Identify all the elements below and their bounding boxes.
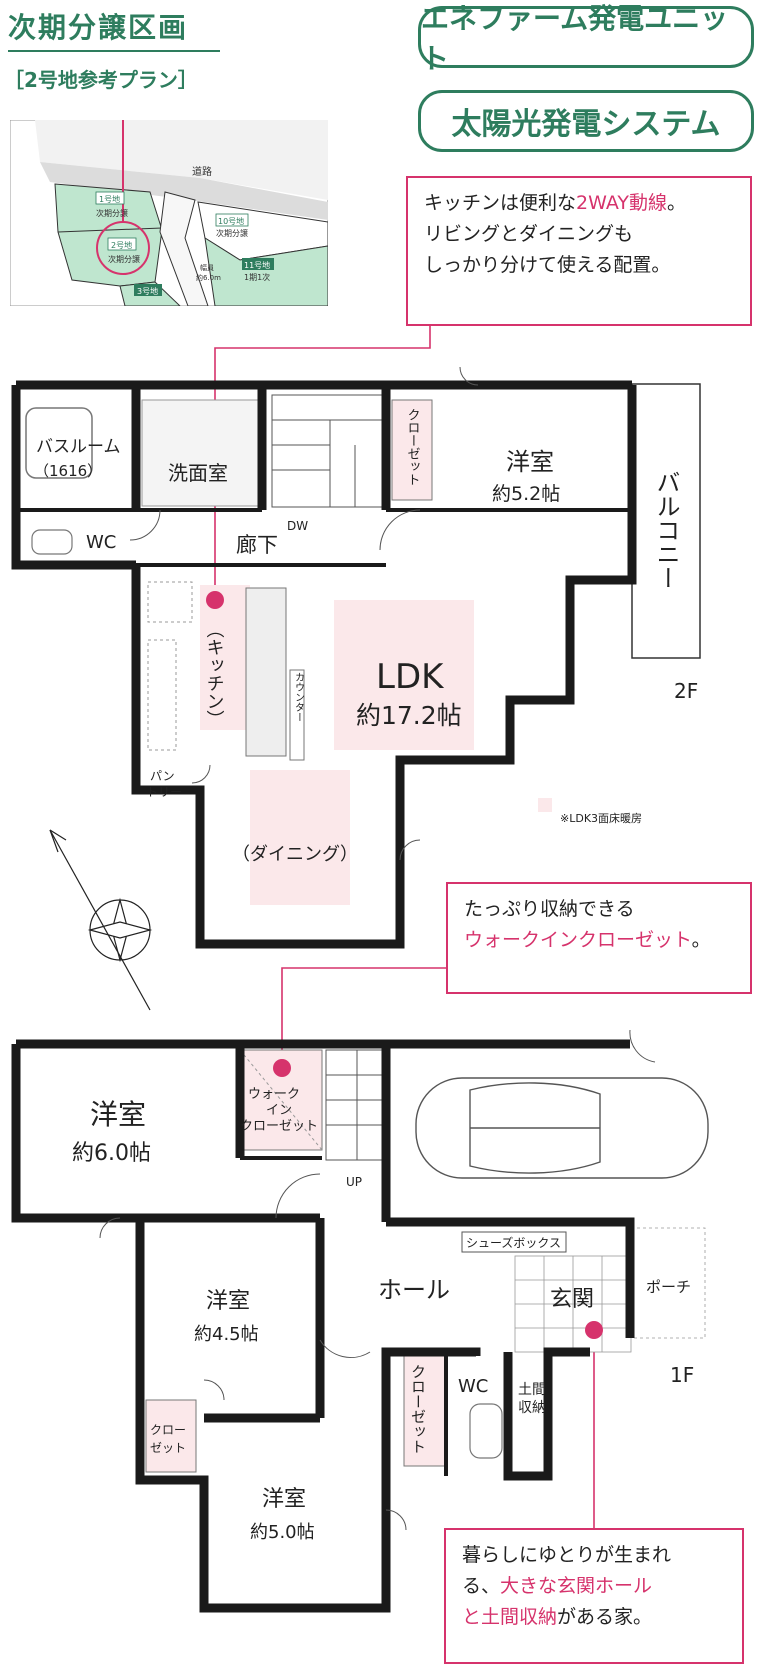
f1-closet-b-b: ゼット (150, 1441, 186, 1455)
f2-bath-label: バスルーム (36, 437, 121, 457)
closet-callout-suffix: 。 (691, 929, 711, 951)
enefarm-badge: エネファーム発電ユニット (418, 2, 754, 75)
floor1-plan: 洋室 約6.0帖 ウォーク イン クローゼット UP 洋室 約4.5帖 ホール … (11, 1029, 709, 1613)
f2-room-size: 約5.2帖 (492, 483, 560, 505)
f2-kitchen-label: （キッチン） (204, 620, 225, 728)
entrance-callout-suffix: がある家。 (557, 1606, 653, 1628)
car-icon (415, 1077, 709, 1179)
closet-marker-icon (273, 1059, 291, 1077)
map-lot11-name: 11号地 (244, 260, 270, 270)
entrance-callout: 暮らしにゆとりが生まれ る、大きな玄関ホール と土間収納がある家。 (444, 1528, 744, 1664)
f2-bath-size: （1616） (34, 462, 102, 480)
kitchen-callout-line3: しっかり分けて使える配置。 (424, 254, 671, 276)
f1-wic-c: クローゼット (240, 1119, 318, 1134)
f1-shoes-box-label: シューズボックス (466, 1235, 561, 1250)
kitchen-callout-line2: リビングとダイニングも (424, 223, 634, 245)
f1-room-c-size: 約5.0帖 (250, 1522, 315, 1543)
kitchen-marker-icon (206, 591, 224, 609)
f1-room-b-label: 洋室 (206, 1289, 250, 1314)
f2-ldk-size: 約17.2帖 (356, 701, 462, 730)
f1-wc-label: WC (458, 1376, 488, 1397)
f2-ldk-label: LDK (376, 657, 445, 697)
f1-up-label: UP (346, 1175, 362, 1189)
page-title: 次期分譲区画 (8, 11, 189, 44)
f1-porch-label: ポーチ (646, 1278, 691, 1296)
map-lot10-name: 10号地 (218, 216, 244, 226)
f1-wic-a: ウォーク (248, 1087, 300, 1102)
f1-entrance-label: 玄関 (550, 1287, 594, 1312)
entrance-callout-highlight-2: と土間収納 (462, 1606, 558, 1628)
map-lot2-status: 次期分譲 (108, 254, 140, 264)
enefarm-badge-label: エネファーム発電ユニット (421, 2, 729, 75)
f1-toilet-icon (469, 1403, 503, 1459)
page-subtitle: ［2号地参考プラン］ (4, 68, 198, 92)
f1-hall-label: ホール (378, 1276, 450, 1304)
entrance-callout-line1: 暮らしにゆとりが生まれ (462, 1544, 672, 1566)
f2-pantry-a: パン (150, 769, 175, 783)
f2-room-label: 洋室 (506, 448, 554, 476)
entrance-callout-line3: と土間収納がある家。 (462, 1602, 726, 1633)
f2-closet-label: クローゼット (405, 408, 421, 486)
f1-room-c-label: 洋室 (262, 1487, 306, 1512)
f1-doma-b: 収納 (518, 1400, 546, 1416)
f2-balcony-label: バルコニー (652, 470, 680, 590)
solar-badge-label: 太陽光発電システム (451, 107, 721, 142)
f2-wc-label: WC (86, 532, 116, 553)
f2-floor-label: 2F (674, 679, 698, 703)
site-map: 道路 1号地 次期分譲 2号地 次期分譲 3号地 10号地 次期分譲 11号地 … (10, 120, 328, 306)
map-lot10-status: 次期分譲 (216, 228, 248, 238)
map-lot2-name: 2号地 (111, 240, 132, 250)
closet-callout-highlight: ウォークインクローゼット (464, 929, 692, 951)
f1-room-a-size: 約6.0帖 (72, 1141, 151, 1166)
f2-washroom-label: 洗面室 (168, 461, 228, 485)
map-passage-b: 約6.0m (196, 273, 221, 282)
f2-counter-label: カウンター (293, 672, 305, 722)
kitchen-callout: キッチンは便利な2WAY動線。 リビングとダイニングも しっかり分けて使える配置… (406, 176, 752, 326)
kitchen-callout-suffix: 。 (666, 192, 686, 214)
f2-corridor-label: 廊下 (236, 533, 278, 557)
f1-closet-label: クローゼット (409, 1364, 427, 1454)
closet-callout-line1: たっぷり収納できる (464, 898, 635, 920)
entrance-callout-highlight: 大きな玄関ホール (500, 1575, 653, 1597)
f1-closet-b-a: クロー (150, 1423, 186, 1437)
compass-icon (49, 829, 153, 1011)
kitchen-callout-prefix: キッチンは便利な (424, 192, 577, 214)
kitchen-callout-line1: キッチンは便利な2WAY動線。 (424, 188, 734, 219)
closet-callout-line2: ウォークインクローゼット。 (464, 925, 734, 956)
f1-room-a-label: 洋室 (90, 1098, 146, 1131)
map-lot1-name: 1号地 (99, 194, 120, 204)
f1-floor-label: 1F (670, 1363, 694, 1387)
entrance-marker-icon (585, 1321, 603, 1339)
title-underline (8, 50, 220, 52)
f2-dw-label: DW (287, 519, 308, 533)
map-lot1-status: 次期分譲 (96, 208, 128, 218)
entrance-callout-line2: る、大きな玄関ホール (462, 1571, 726, 1602)
solar-badge: 太陽光発電システム (418, 90, 754, 152)
entrance-callout-prefix: る、 (462, 1575, 501, 1597)
map-lot11-status: 1期1次 (244, 272, 270, 282)
map-lot3-name: 3号地 (137, 286, 158, 296)
f1-room-b-size: 約4.5帖 (194, 1324, 259, 1345)
kitchen-callout-highlight: 2WAY動線 (576, 192, 667, 214)
map-road-label: 道路 (192, 165, 212, 178)
f1-wic-b: イン (266, 1103, 292, 1118)
map-passage-a: 幅員 (200, 263, 214, 272)
f2-floor-heating-note: ※LDK3面床暖房 (560, 811, 642, 825)
closet-callout: たっぷり収納できる ウォークインクローゼット。 (446, 882, 752, 994)
f2-pantry-b: トリー (146, 785, 182, 799)
f2-dining-label: （ダイニング） (232, 844, 358, 865)
f1-doma-a: 土間 (518, 1382, 546, 1398)
